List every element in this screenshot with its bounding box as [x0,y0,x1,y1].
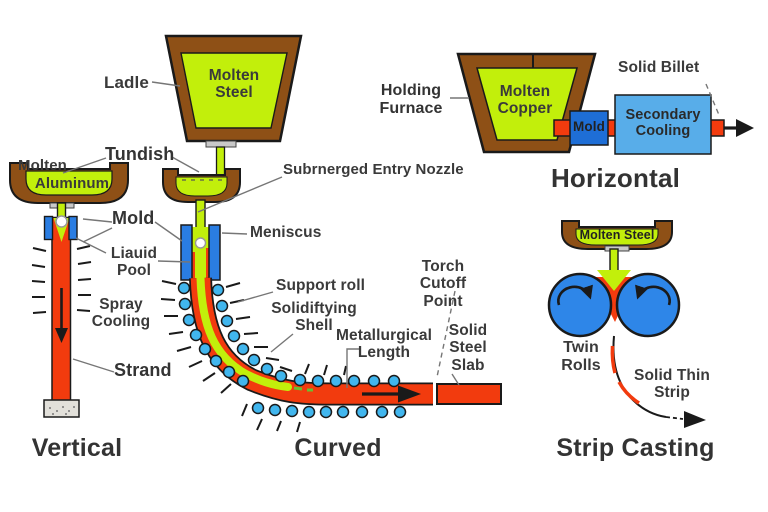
vertical-aluminum-label: Aluminum [34,175,110,192]
strip-molten-wedge-yellow [597,270,631,291]
liquid-pool-leader-right [157,260,191,263]
liquid-pool-leader-left [75,237,107,254]
horizontal-mold-box [569,110,609,146]
ladle-molten-steel [180,52,288,129]
curved-liquid-core [196,274,292,391]
solid-steel-slab [436,383,502,405]
holding-furnace-label: Holding Furnace [379,82,443,117]
vertical-nozzle-tip [55,215,68,228]
ladle-stream [215,146,226,176]
solid-billet-label: Solid Billet [618,59,700,76]
metallurgical-length-bracket [346,348,360,388]
roll-rotation-arrow-right [635,284,671,306]
tundish-leader-left [62,157,107,174]
curved-mold-left [180,224,193,281]
slab-leader [451,373,460,386]
molten-copper-pool [476,67,578,141]
horizontal-title: Horizontal [550,163,681,193]
torch-cutoff-leader [436,290,456,378]
strand-leader [72,358,115,373]
horizontal-flow-arrow [724,119,754,137]
support-roll-leader [237,291,274,303]
vertical-base-block [43,399,80,418]
vertical-mold-left [43,215,54,241]
meniscus-label: Meniscus [250,224,322,241]
submerged-entry-nozzle-label: Subrnerged Entry Nozzle [283,161,464,178]
secondary-cooling-label: Secondary Cooling [625,107,701,140]
ladle-leader [151,81,181,87]
strip-casting-title: Strip Casting [556,434,715,462]
core-end-dashes [293,386,313,392]
strip-molten-steel-label: Molten Steel [579,228,655,242]
mold-leader-right [154,221,183,242]
liquid-pool-label: Liauid Pool [110,245,158,280]
tundish-label: Tundish [105,144,175,164]
thin-strip-arrowhead [684,411,706,428]
curved-mold-right [208,224,221,281]
roll-rotation-arrow-left [557,284,593,306]
thin-strip-dashed-tail [665,416,684,420]
torch-cutoff-point-label: Torch Cutoff Point [419,258,467,310]
solid-steel-slab-label: Solid Steel Slab [448,322,488,374]
strand-flow-arrow [362,385,421,403]
thin-strip-hot-1 [610,345,617,374]
solidifying-shell-label: Solidiftying Shell [271,300,357,335]
ladle-plate [205,140,237,148]
spray-cooling-label: Spray Cooling [91,296,151,331]
sen-tip [194,237,207,249]
ladle-molten-steel-label: Molten Steel [208,67,260,102]
solid-thin-strip-label: Solid Thin Strip [634,367,710,402]
vertical-mold-right [68,215,78,241]
curved-caster [160,34,502,433]
vertical-flow-arrow [55,288,68,343]
strip-tundish-molten [575,228,659,246]
thin-strip-hot-2 [617,381,640,405]
meniscus-leader [221,232,248,235]
vertical-spray-lines [31,245,92,314]
mold-leader-left-2 [82,227,113,243]
vertical-molten-aluminum [25,170,113,196]
horizontal-mold-label: Mold [573,119,605,134]
solid-billet-leader [705,83,720,116]
horizontal-caster [456,52,754,155]
curved-spray-lines [160,280,347,433]
sen-leader [197,176,283,213]
mold-label: Mold [112,208,155,228]
strip-caster [547,220,706,428]
curved-title: Curved [294,434,382,462]
twin-rolls-label: Twin Rolls [561,339,601,374]
vertical-title: Vertical [31,434,123,462]
mold-leader-left-1 [82,218,113,223]
molten-copper-label: Molten Copper [497,83,553,118]
secondary-cooling-box [614,94,712,155]
support-roll-label: Support roll [276,277,366,294]
support-rolls [177,281,407,419]
leader-lines [62,81,720,388]
vertical-caster [9,162,129,418]
curved-tundish-molten [175,176,228,197]
metallurgical-length-label: Metallurgical Length [335,327,433,362]
tundish-leader-right [171,156,200,173]
ladle-label: Ladle [104,73,149,92]
shell-leader [270,333,294,353]
strand-label: Strand [114,360,172,380]
vertical-molten-label: Molten [18,157,67,174]
